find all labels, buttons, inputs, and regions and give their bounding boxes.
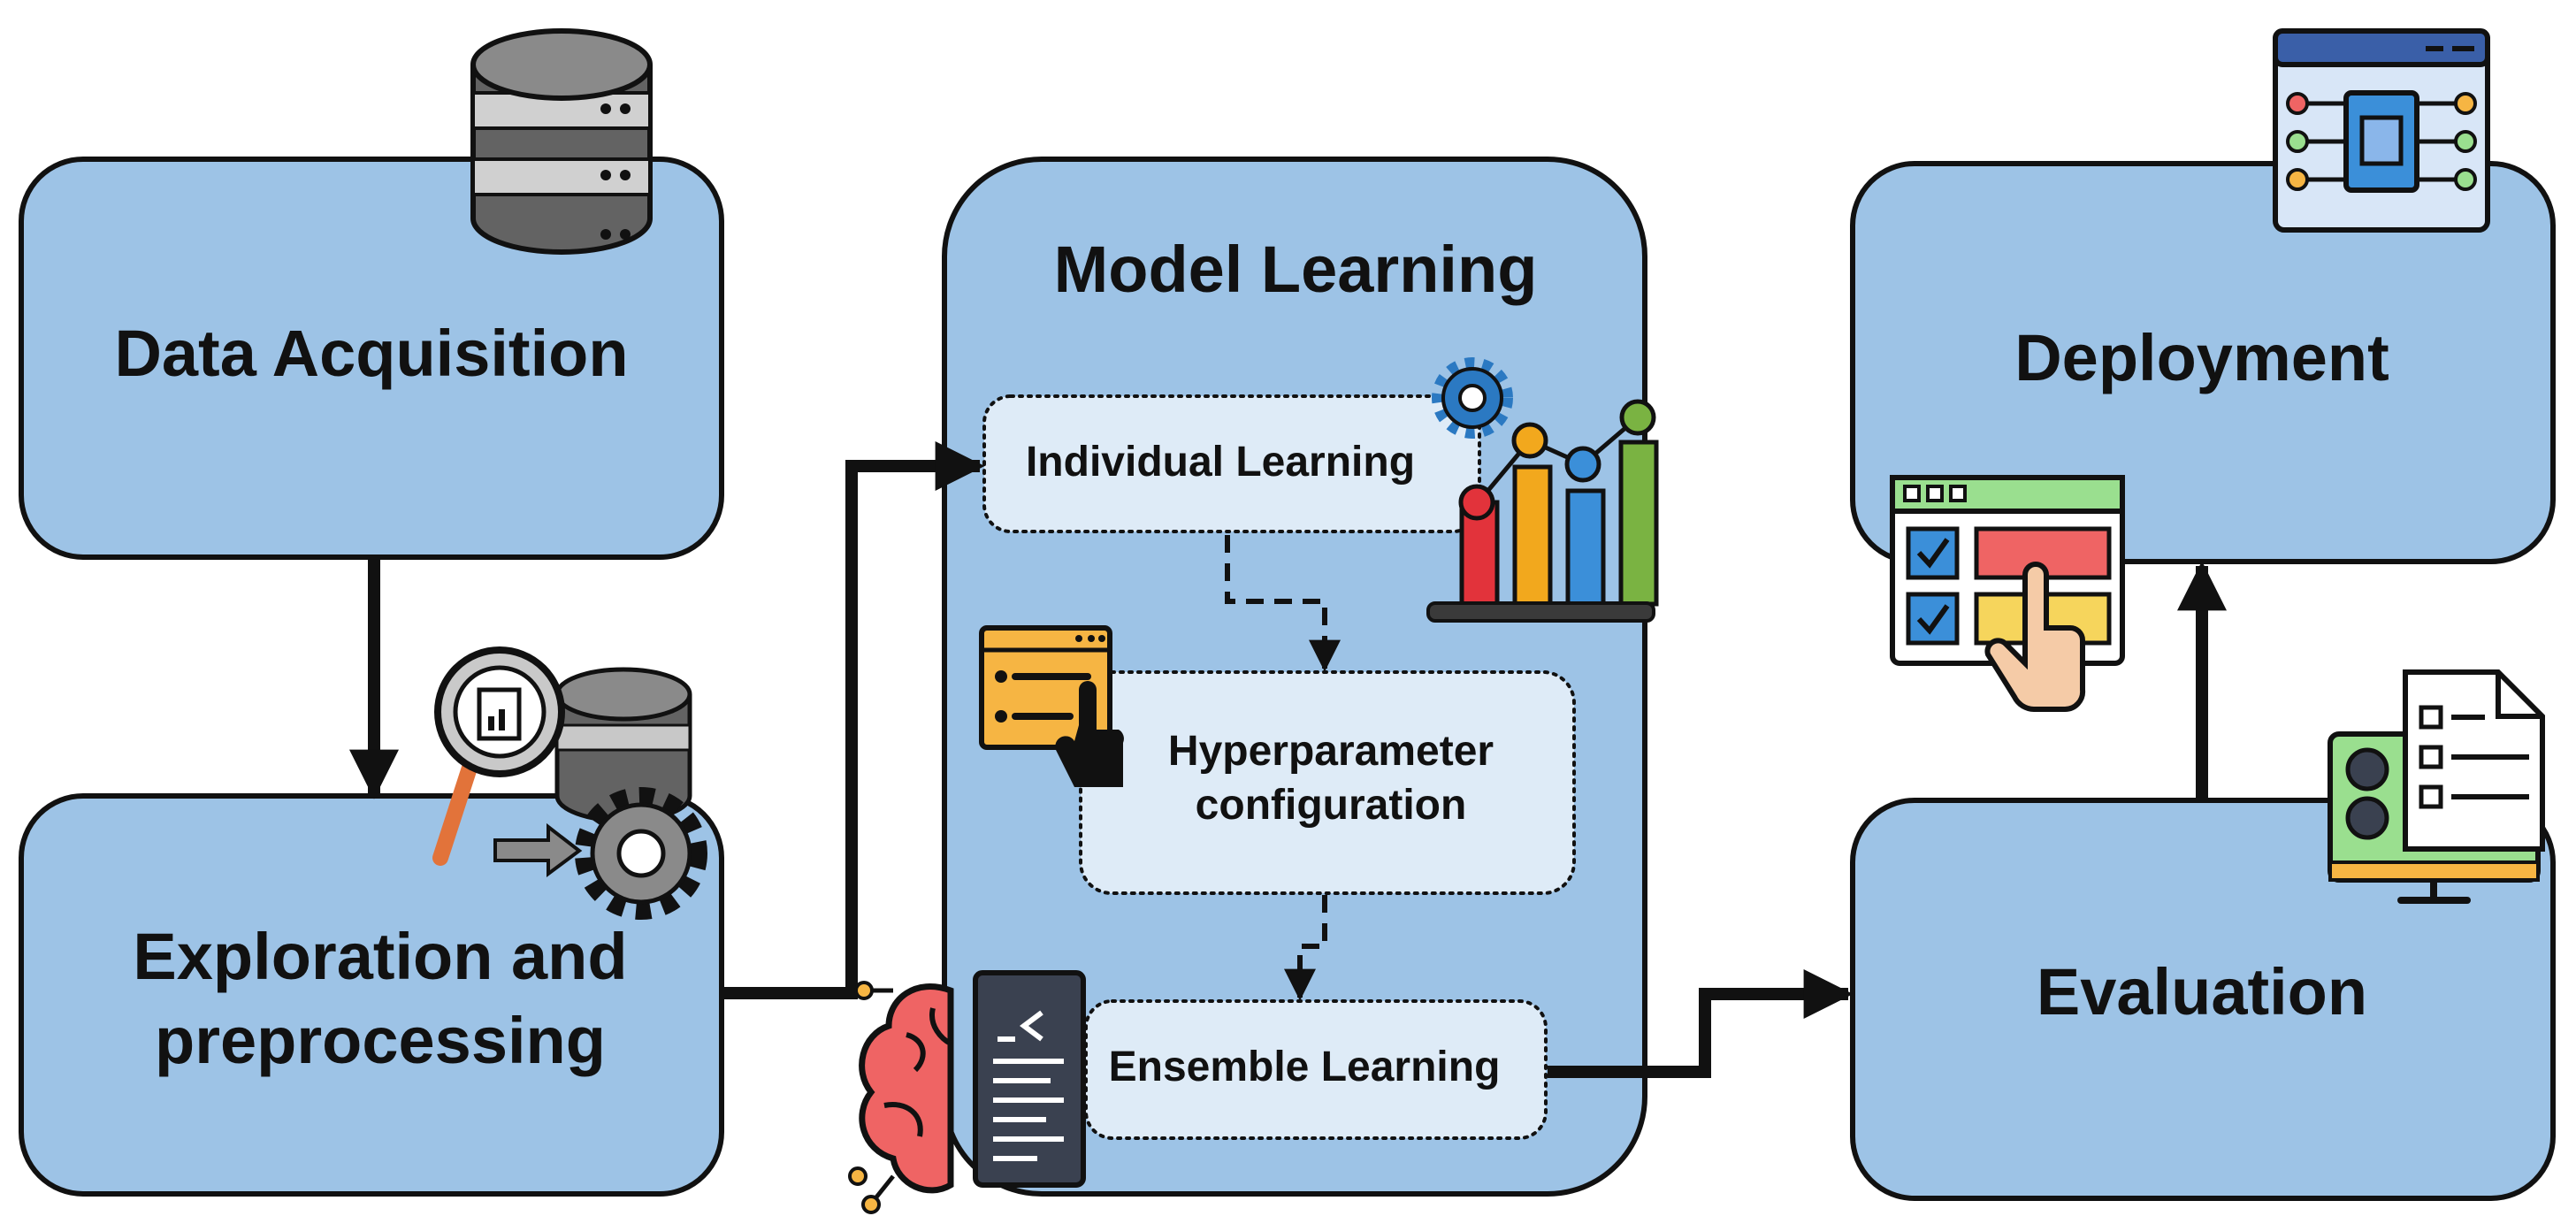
database-icon — [470, 28, 653, 255]
checklist-monitor-icon — [2328, 669, 2545, 904]
data-analysis-icon — [432, 646, 707, 920]
dashed-arrow-hyper-to-ensemble — [1284, 895, 1327, 1001]
individual-learning-box — [982, 394, 1481, 533]
dashed-arrow-individual-to-hyper — [1225, 535, 1341, 672]
hyperparameter-box — [1079, 670, 1576, 895]
bar-chart-gear-icon — [1426, 357, 1659, 623]
chip-window-icon — [2273, 28, 2490, 233]
arrow-model-learning-to-evaluation — [1548, 969, 1854, 1078]
ensemble-learning-box — [1084, 999, 1548, 1140]
config-window-icon — [979, 625, 1124, 787]
data-acquisition-box — [19, 157, 724, 560]
code-file-icon — [973, 970, 1086, 1188]
dashboard-hand-icon — [1890, 475, 2125, 713]
arrow-exploration-to-model-learning — [723, 441, 985, 999]
brain-icon — [848, 981, 954, 1214]
